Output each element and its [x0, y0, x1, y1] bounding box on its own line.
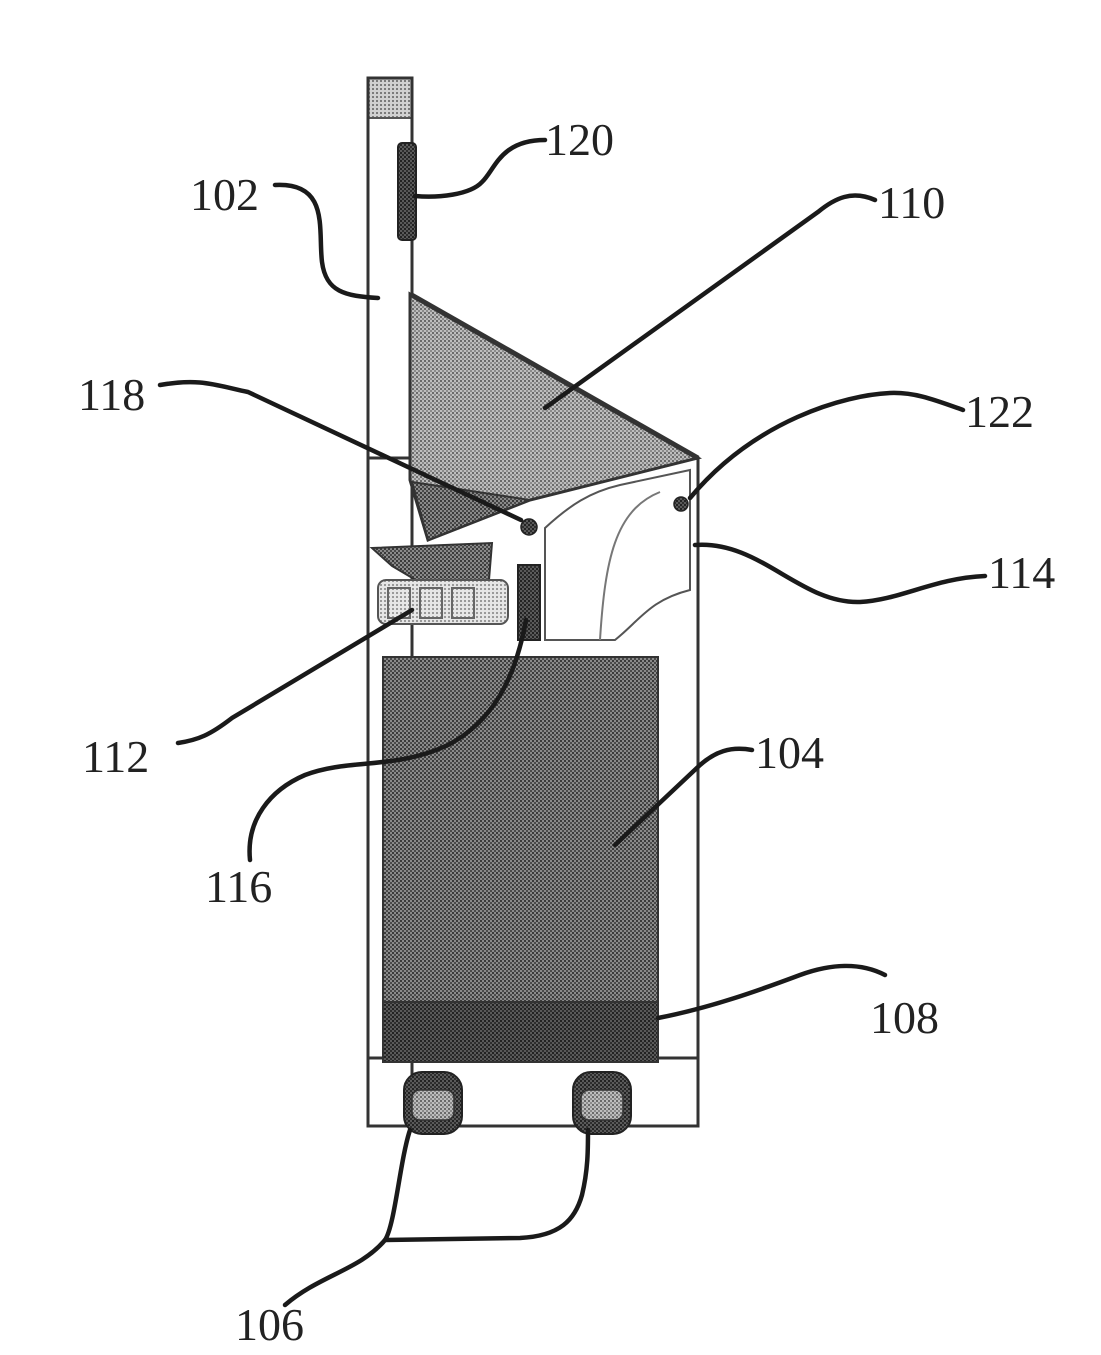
- wheel-left: [404, 1072, 462, 1134]
- label-108: 108: [870, 992, 939, 1043]
- chute-sensor: [674, 497, 688, 511]
- leader-122: [690, 393, 963, 498]
- leader-106b: [385, 1130, 588, 1240]
- sensor-block: [518, 565, 540, 640]
- label-102: 102: [190, 169, 259, 220]
- leader-106: [285, 1130, 410, 1305]
- label-114: 114: [988, 547, 1055, 598]
- label-112: 112: [82, 731, 149, 782]
- leader-112: [178, 610, 412, 743]
- sensor-dot: [521, 519, 537, 535]
- bin-base: [383, 1002, 658, 1062]
- label-122: 122: [965, 386, 1034, 437]
- chute: [545, 470, 690, 640]
- label-104: 104: [755, 727, 824, 778]
- handle-grip: [398, 143, 416, 240]
- label-120: 120: [545, 114, 614, 165]
- label-118: 118: [78, 369, 145, 420]
- leader-114: [695, 545, 985, 602]
- leader-102: [275, 185, 378, 298]
- leader-110: [545, 196, 875, 408]
- label-116: 116: [205, 861, 272, 912]
- leader-108: [658, 966, 885, 1018]
- label-106: 106: [235, 1299, 304, 1350]
- shredder: [372, 543, 508, 624]
- wheel-right: [573, 1072, 631, 1134]
- leader-120: [415, 140, 545, 197]
- label-110: 110: [878, 177, 945, 228]
- bin: [383, 657, 658, 1002]
